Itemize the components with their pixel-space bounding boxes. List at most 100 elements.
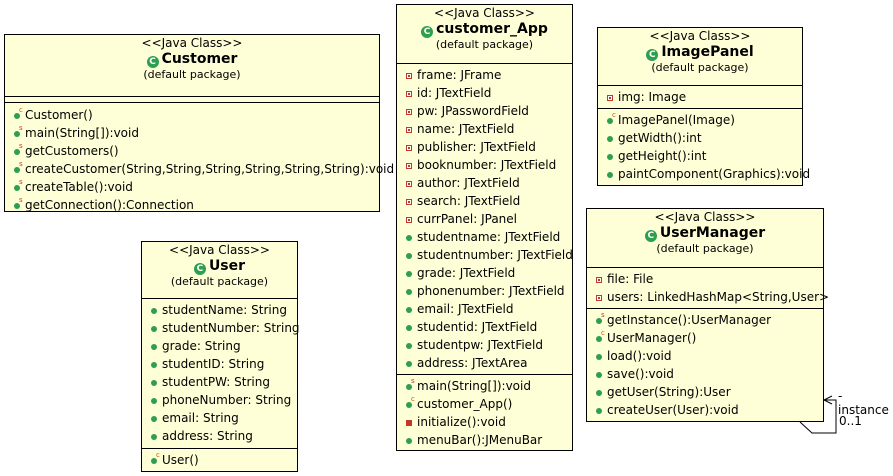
static-icon: s <box>19 196 23 204</box>
private-icon <box>406 199 412 205</box>
public-icon <box>406 361 412 367</box>
field-row: search: JTextField <box>397 192 572 210</box>
public-icon <box>406 235 412 241</box>
field-row: studentID: String <box>142 355 297 373</box>
private-method-icon <box>406 420 412 426</box>
class-name-text: Customer <box>161 51 238 67</box>
constructor-icon: c <box>411 395 415 403</box>
field-row: author: JTextField <box>397 174 572 192</box>
public-icon <box>596 390 602 396</box>
public-icon <box>14 203 20 209</box>
stereotype-label: <<Java Class>> <box>649 29 751 43</box>
public-icon <box>406 307 412 313</box>
method-row: createUser(User):void <box>587 401 823 419</box>
field-row: studentPW: String <box>142 373 297 391</box>
class-icon: C <box>644 230 657 242</box>
stereotype-label: <<Java Class>> <box>141 36 243 50</box>
public-icon <box>151 434 157 440</box>
stereotype-label: <<Java Class>> <box>654 210 756 224</box>
package-label: (default package) <box>143 68 241 81</box>
method-row: initialize():void <box>397 413 572 431</box>
private-icon <box>596 295 602 301</box>
class-icon: C <box>646 49 659 61</box>
public-icon <box>14 167 20 173</box>
attribute-compartment: file: File users: LinkedHashMap<String,U… <box>587 267 829 308</box>
field-row: img: Image <box>598 88 802 106</box>
method-row: paintComponent(Graphics):void <box>598 165 810 183</box>
field-row: phoneNumber: String <box>142 391 297 409</box>
arrowhead-icon <box>822 395 833 405</box>
field-row: frame: JFrame <box>397 66 572 84</box>
field-row: studentpw: JTextField <box>397 336 572 354</box>
public-icon <box>151 380 157 386</box>
constructor-icon: c <box>156 451 160 459</box>
public-icon <box>406 289 412 295</box>
public-icon <box>607 136 613 142</box>
role-label: -instance <box>838 389 889 417</box>
field-row: file: File <box>587 270 823 288</box>
field-row: email: String <box>142 409 297 427</box>
public-icon <box>14 131 20 137</box>
field-row: booknumber: JTextField <box>397 156 572 174</box>
field-row: studentNumber: String <box>142 319 300 337</box>
public-icon <box>151 326 157 332</box>
public-icon <box>151 344 157 350</box>
field-row: studentName: String <box>142 301 297 319</box>
public-icon <box>151 458 157 464</box>
private-icon <box>607 95 613 101</box>
public-icon <box>406 271 412 277</box>
method-row: save():void <box>587 365 823 383</box>
field-row: studentid: JTextField <box>397 318 572 336</box>
field-row: grade: String <box>142 337 297 355</box>
public-icon <box>14 149 20 155</box>
attribute-compartment: img: Image <box>598 85 802 108</box>
field-row: address: String <box>142 427 297 445</box>
private-icon <box>406 109 412 115</box>
public-icon <box>607 118 613 124</box>
field-row: phonenumber: JTextField <box>397 282 572 300</box>
class-icon: C <box>421 26 434 38</box>
field-row: currPanel: JPanel <box>397 210 572 228</box>
attribute-compartment: studentName: String studentNumber: Strin… <box>142 298 300 448</box>
public-icon <box>406 253 412 259</box>
public-icon <box>151 398 157 404</box>
static-icon: s <box>601 311 605 319</box>
stereotype-label: <<Java Class>> <box>434 6 535 20</box>
field-row: studentnumber: JTextField <box>397 246 573 264</box>
public-icon <box>151 362 157 368</box>
private-icon <box>406 181 412 187</box>
method-row: getHeight():int <box>598 147 802 165</box>
public-icon <box>596 318 602 324</box>
stereotype-label: <<Java Class>> <box>169 243 270 257</box>
package-label: (default package) <box>651 61 749 74</box>
field-row: address: JTextArea <box>397 354 572 372</box>
public-icon <box>406 438 412 444</box>
package-label: (default package) <box>656 242 754 255</box>
method-row: getUser(String):User <box>587 383 823 401</box>
private-icon <box>596 277 602 283</box>
public-icon <box>406 325 412 331</box>
field-row: pw: JPasswordField <box>397 102 572 120</box>
